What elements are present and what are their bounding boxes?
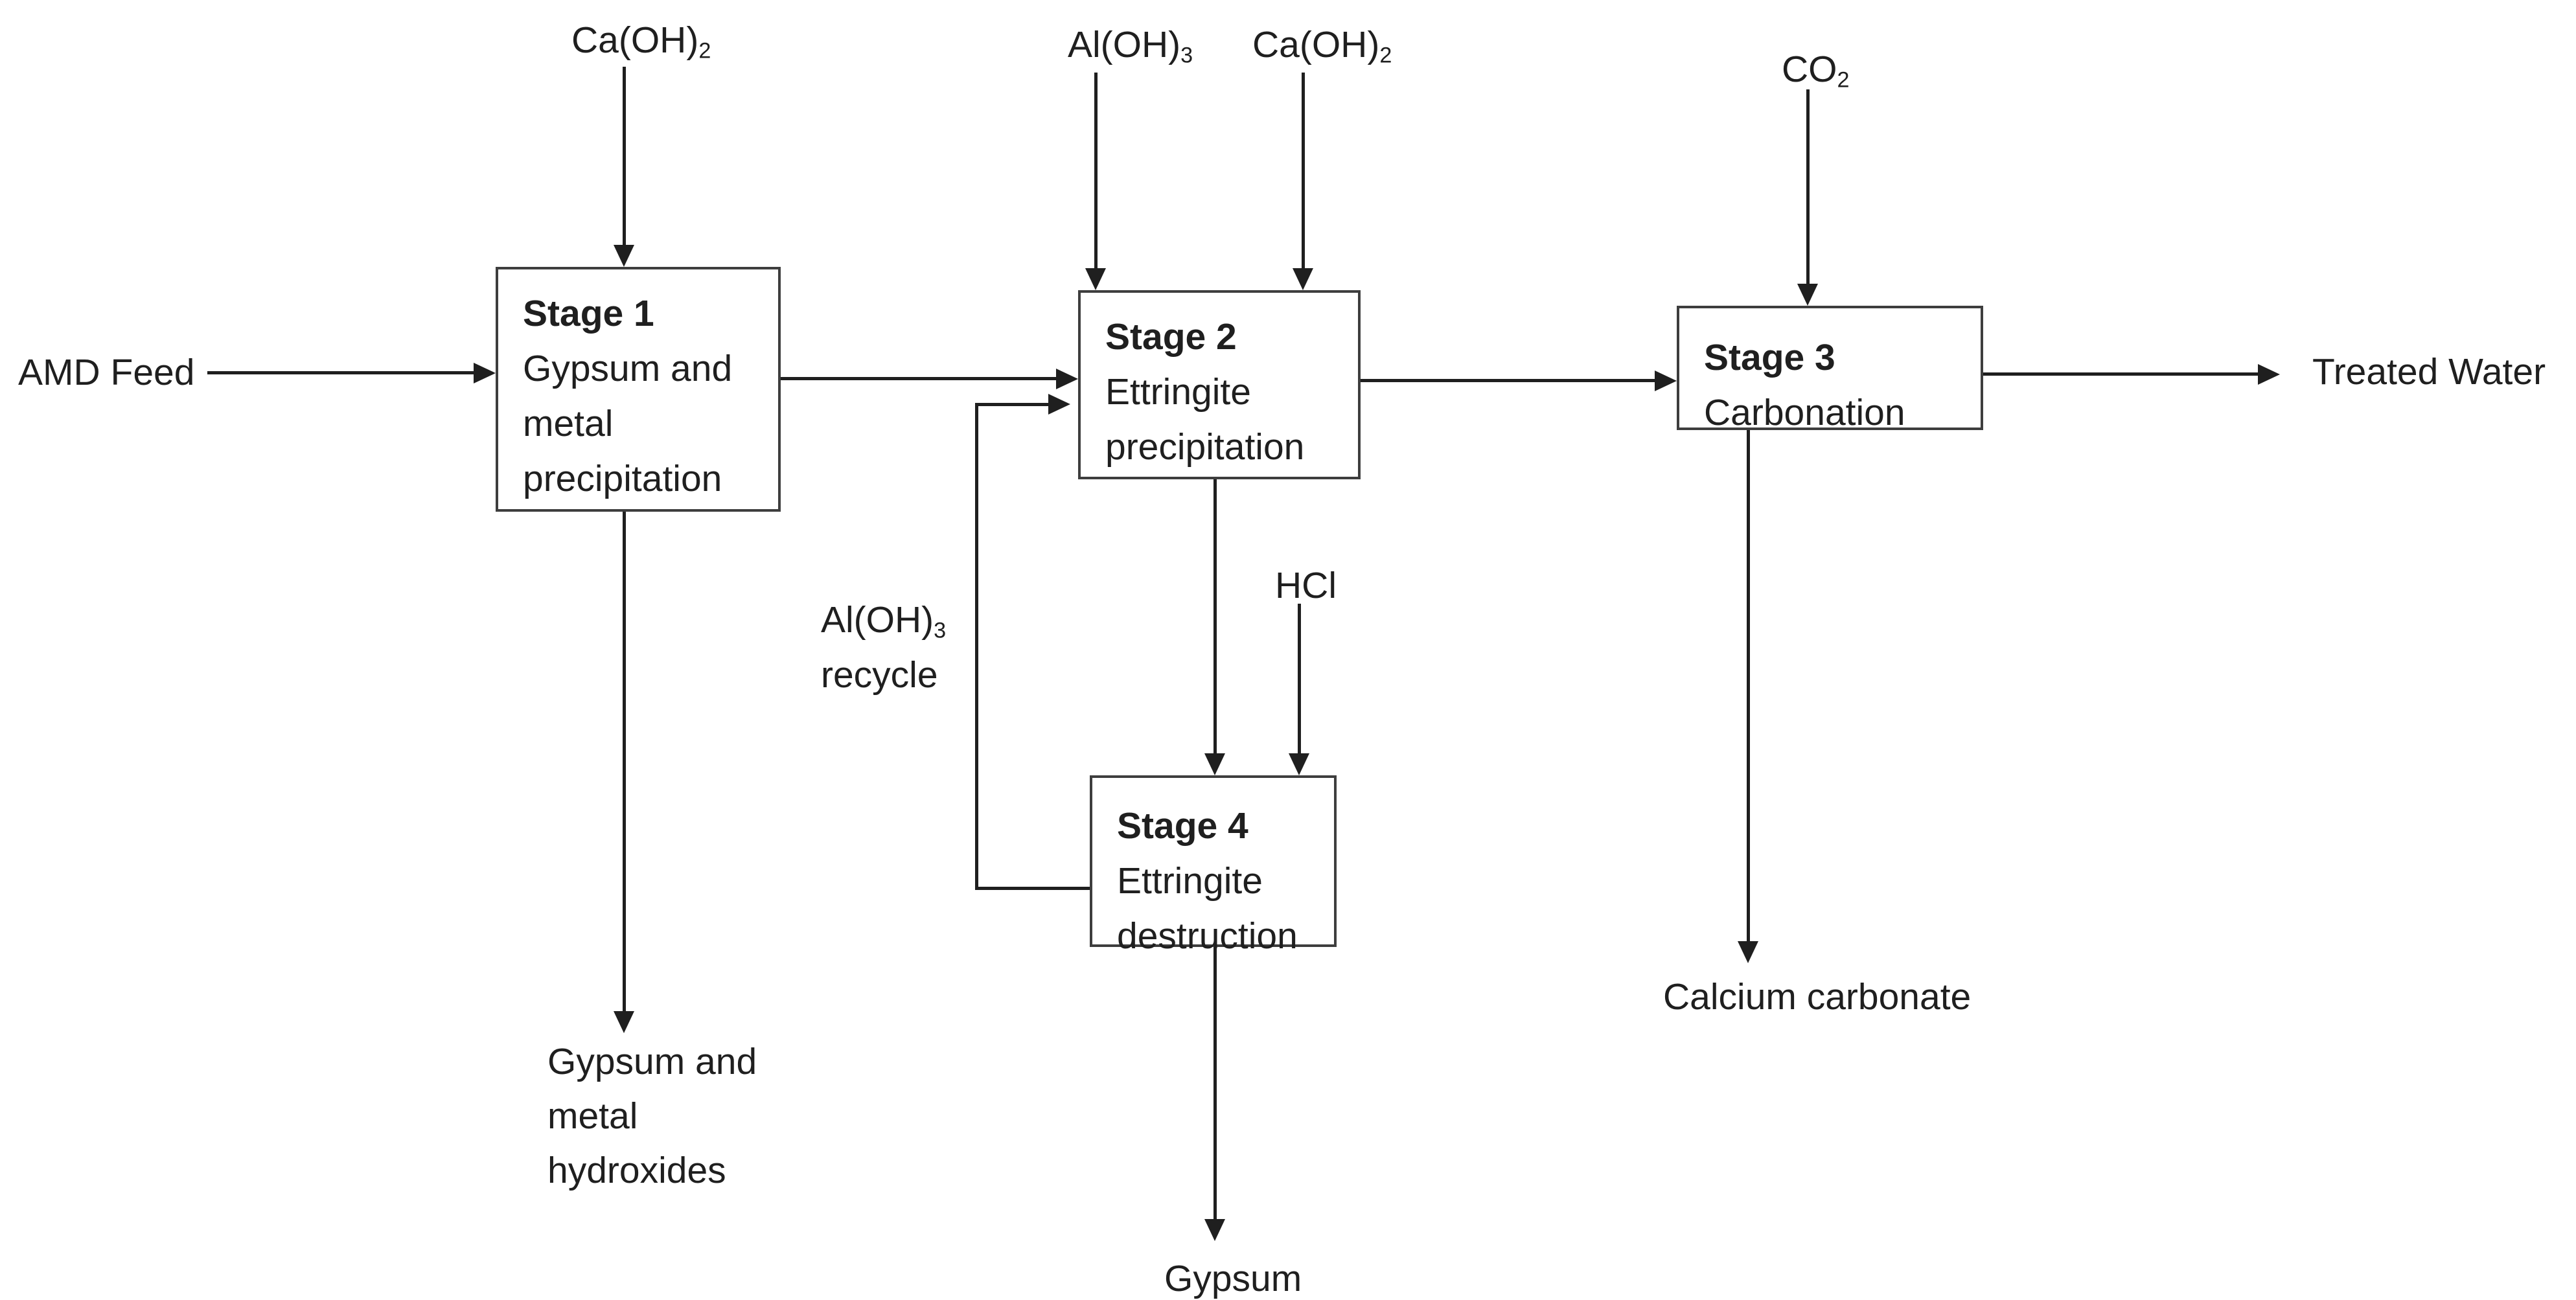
edge-caoh2-to-stage1-arrowhead [614,245,634,267]
edge-aloh3-to-stage2-line [1094,73,1098,268]
stage4-box: Stage 4 Ettringite destruction [1090,775,1337,957]
stage2-line2: precipitation [1105,426,1305,468]
chem-subscript: 2 [698,38,711,63]
stage1-text: Stage 1 Gypsum and metal precipitation [498,269,778,507]
label-calcium-carbonate: Calcium carbonate [1663,976,1972,1018]
edge-aloh3-to-stage2-arrowhead [1085,268,1106,290]
stage2-line1: Ettringite [1105,371,1251,413]
chem-subscript: 3 [934,618,947,643]
edge-stage4-to-gypsum-line [1213,947,1217,1220]
chem-main: Ca(OH) [1252,24,1380,65]
edge-stage4-to-gypsum-arrowhead [1204,1219,1225,1241]
edge-stage1-to-solids-arrowhead [614,1011,634,1033]
edge-recycle-vertical-line [975,403,978,890]
stage1-line2: metal [523,403,614,444]
edge-stage1-to-stage2-line [781,377,1057,380]
edge-stage2-to-stage4-line [1213,479,1217,756]
stage1-line3: precipitation [523,458,722,499]
label-gypsum-output: Gypsum [1164,1258,1302,1299]
stage4-text: Stage 4 Ettringite destruction [1092,778,1334,964]
chem-subscript: 2 [1837,67,1850,93]
stage3-box: Stage 3 Carbonation [1677,306,1983,433]
stage4-line1: Ettringite [1117,860,1263,902]
stage3-title: Stage 3 [1704,337,1835,378]
chem-main: Al(OH) [1068,24,1181,65]
edge-co2-to-stage3-line [1806,89,1810,284]
edge-stage2-to-stage3-line [1361,379,1656,382]
gypsum-metal-line1: Gypsum and [547,1041,757,1082]
label-hcl: HCl [1275,565,1337,606]
edge-caoh2-to-stage1-line [623,67,626,246]
chem-main: Ca(OH) [571,19,699,61]
chem-subscript: 3 [1180,43,1193,68]
recycle-line1: Al(OH)3 [821,593,946,648]
stage2-title: Stage 2 [1105,316,1237,358]
edge-recycle-arrowhead [1048,394,1070,415]
stage2-text: Stage 2 Ettringite precipitation [1081,293,1358,475]
edge-amd-to-stage1-line [207,371,475,374]
chem-main: CO [1782,49,1837,90]
gypsum-metal-line3: hydroxides [547,1150,726,1191]
edge-stage3-to-treated-water-arrowhead [2258,364,2280,385]
label-co2: CO2 [1782,42,1850,97]
stage1-box: Stage 1 Gypsum and metal precipitation [496,267,781,512]
stage2-box: Stage 2 Ettringite precipitation [1078,290,1361,479]
label-al-oh3-stage2: Al(OH)3 [1068,17,1193,73]
edge-stage3-to-treated-water-line [1983,372,2259,376]
stage4-line2: destruction [1117,915,1298,957]
edge-recycle-top-line [975,403,1048,406]
label-ca-oh2-stage2: Ca(OH)2 [1252,17,1392,73]
stage3-text: Stage 3 Carbonation [1679,308,1981,440]
label-treated-water: Treated Water [2312,351,2546,393]
edge-recycle-bottom-line [975,887,1090,890]
stage4-title: Stage 4 [1117,805,1248,847]
edge-amd-to-stage1-arrowhead [474,363,496,383]
gypsum-metal-line2: metal [547,1095,638,1137]
edge-stage2-to-stage3-arrowhead [1655,371,1677,391]
edge-hcl-to-stage4-arrowhead [1289,753,1309,775]
label-al-oh3-recycle: Al(OH)3 recycle [821,593,946,703]
edge-stage1-to-solids-line [623,512,626,1012]
edge-stage2-to-stage4-arrowhead [1204,753,1225,775]
stage1-title: Stage 1 [523,293,654,334]
edge-caoh2-to-stage2-arrowhead [1293,268,1313,290]
label-amd-feed: AMD Feed [18,352,195,393]
edge-caoh2-to-stage2-line [1302,73,1305,268]
edge-hcl-to-stage4-line [1298,604,1301,756]
chem-main: Al(OH) [821,599,934,641]
chem-subscript: 2 [1379,43,1392,68]
label-ca-oh2-stage1: Ca(OH)2 [571,13,711,68]
stage3-line1: Carbonation [1704,392,1905,433]
edge-stage3-to-calcium-carbonate-arrowhead [1738,941,1758,963]
edge-stage3-to-calcium-carbonate-line [1747,430,1750,942]
stage1-line1: Gypsum and [523,348,733,389]
edge-co2-to-stage3-arrowhead [1797,284,1818,306]
recycle-line2: recycle [821,654,938,696]
edge-stage1-to-stage2-arrowhead [1056,369,1078,389]
label-gypsum-metal-hydroxides: Gypsum and metal hydroxides [547,1034,757,1198]
